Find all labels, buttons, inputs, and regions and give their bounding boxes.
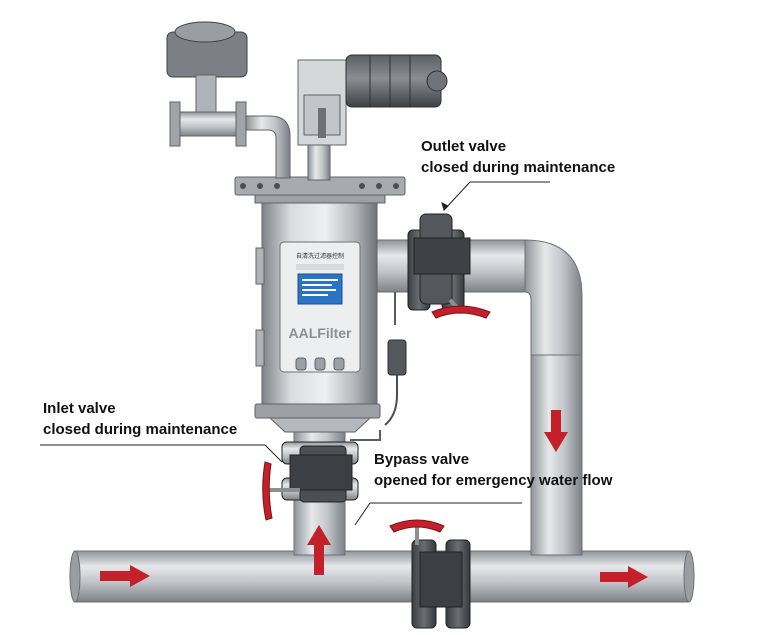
outlet-valve[interactable] (407, 213, 491, 319)
panel-header: 自清洗过滤器控制 (296, 252, 344, 260)
aalfilter-logo: AALFilter (289, 325, 353, 341)
flow-arrow-down-icon (544, 410, 568, 452)
filter-housing: 自清洗过滤器控制 AALFilter (234, 176, 407, 433)
outlet-valve-callout: Outlet valve closed during maintenance (421, 136, 615, 178)
bypass-valve[interactable] (389, 519, 471, 629)
outlet-callout-note: closed during maintenance (421, 159, 616, 176)
flow-arrow-right-icon (100, 565, 150, 587)
callout-leaders (40, 181, 550, 526)
bypass-handwheel-icon[interactable] (389, 519, 445, 533)
flow-arrow-up-icon (307, 525, 331, 575)
flow-arrow-right-icon (600, 566, 648, 588)
bypass-valve-callout: Bypass valve opened for emergency water … (374, 449, 612, 491)
outlet-callout-title: Outlet valve (421, 138, 507, 155)
control-panel (279, 241, 361, 373)
drive-assembly (166, 21, 448, 181)
bypass-callout-note: opened for emergency water flow (374, 472, 613, 489)
inlet-valve-callout: Inlet valve closed during maintenance (43, 398, 237, 440)
outlet-handwheel-icon[interactable] (431, 305, 491, 319)
main-pipe (74, 550, 690, 603)
bypass-callout-title: Bypass valve (374, 451, 470, 468)
flow-arrows (100, 410, 648, 588)
inlet-handwheel-icon[interactable] (262, 461, 273, 521)
inlet-valve[interactable] (262, 441, 359, 521)
inlet-callout-note: closed during maintenance (43, 421, 238, 438)
inlet-callout-title: Inlet valve (43, 400, 116, 417)
outlet-elbow (524, 239, 583, 361)
outlet-downcomer-pipe (530, 354, 583, 556)
